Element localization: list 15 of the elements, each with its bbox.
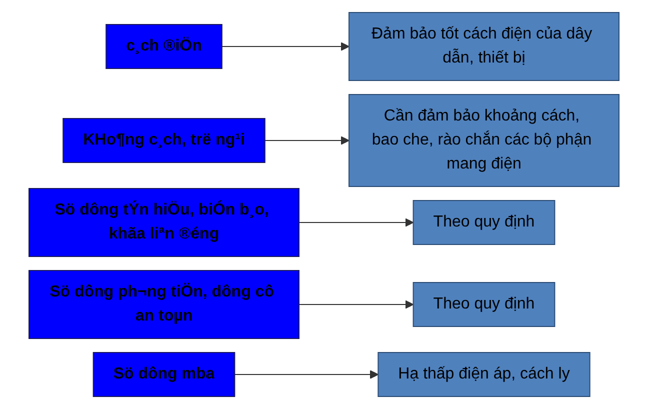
arrow: [221, 42, 350, 51]
arrow: [298, 218, 414, 227]
node-box: Cần đảm bảo khoảng cách, bao che, rào chắn các bộ phận mang điện: [348, 94, 620, 187]
node-box: Hạ thấp điện áp, cách ly: [378, 352, 590, 397]
node-box: Theo quy định: [412, 200, 556, 245]
node-box: Sö dông tÝn hiÖu, biÓn b¸o, khãa liªn ®éng: [28, 188, 300, 257]
arrow: [234, 370, 379, 379]
arrow: [298, 300, 414, 309]
arrow: [264, 136, 350, 145]
node-box: KHo¶ng c¸ch, trë ng¹i: [62, 118, 266, 163]
node-box: c¸ch ®iÖn: [106, 24, 222, 69]
node-box: Sö dông mba: [92, 352, 236, 397]
node-box: Đảm bảo tốt cách điện của dây dẫn, thiết bị: [348, 12, 620, 81]
node-box: Theo quy định: [412, 282, 556, 327]
node-box: Sö dông ph¬ng tiÖn, dông cô an toµn: [28, 270, 300, 339]
